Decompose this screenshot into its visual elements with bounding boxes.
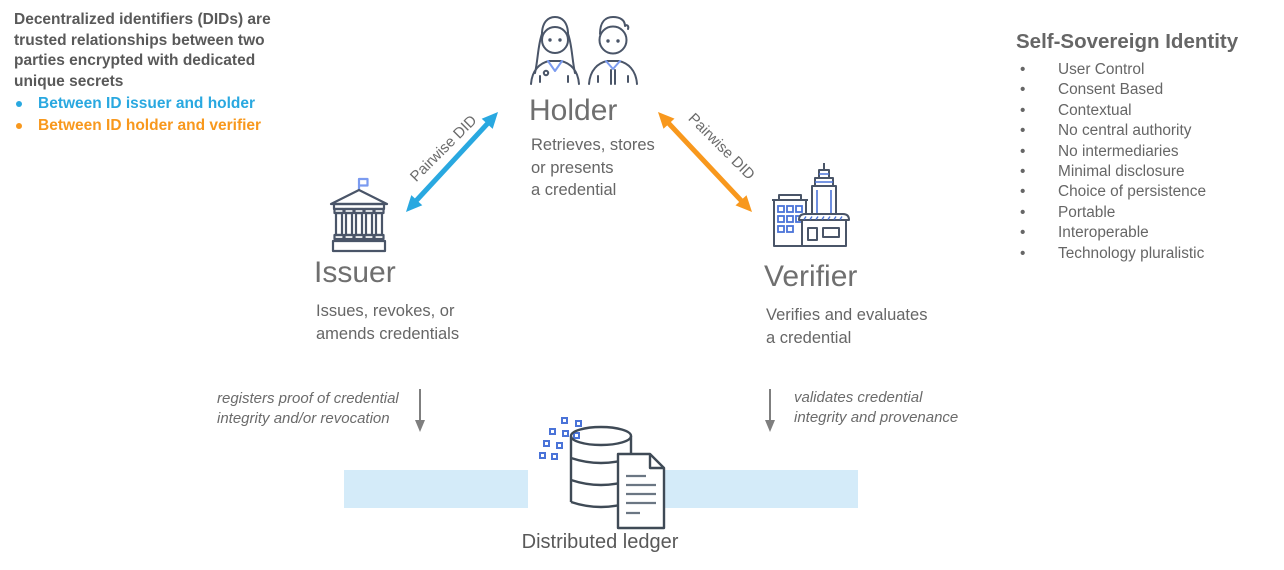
holder-title: Holder bbox=[529, 94, 618, 127]
ssi-item: Choice of persistence bbox=[1016, 182, 1282, 203]
verifier-description: Verifies and evaluates a credential bbox=[766, 306, 928, 347]
ssi-item: Consent Based bbox=[1016, 80, 1282, 101]
ssi-item: No intermediaries bbox=[1016, 142, 1282, 163]
city-buildings-icon bbox=[772, 163, 850, 247]
bank-icon bbox=[329, 177, 389, 253]
holder-description: Retrieves, stores or presents a credenti… bbox=[531, 136, 655, 199]
validates-note: validates credential integrity and prove… bbox=[794, 389, 959, 426]
bullet-dot-icon bbox=[16, 123, 22, 129]
ledger-bar-left bbox=[344, 470, 528, 508]
issuer-title: Issuer bbox=[314, 256, 396, 289]
ssi-title: Self-Sovereign Identity bbox=[1016, 30, 1239, 53]
ssi-item: Contextual bbox=[1016, 101, 1282, 122]
ssi-item: Interoperable bbox=[1016, 223, 1282, 244]
intro-bullet-holder-verifier: Between ID holder and verifier bbox=[14, 115, 310, 136]
pairwise-arrow-issuer-holder bbox=[406, 112, 498, 212]
distributed-ledger-label: Distributed ledger bbox=[521, 531, 679, 553]
down-arrow-icon bbox=[765, 389, 775, 432]
ssi-block: Self-Sovereign Identity User Control Con… bbox=[1016, 30, 1282, 264]
ssi-list: User Control Consent Based Contextual No… bbox=[1016, 60, 1282, 264]
database-document-icon bbox=[539, 417, 666, 530]
down-arrow-icon bbox=[415, 389, 425, 432]
verifier-title: Verifier bbox=[764, 260, 858, 293]
intro-bullet-issuer-holder: Between ID issuer and holder bbox=[14, 93, 310, 114]
ledger-bar-right bbox=[658, 470, 858, 508]
ssi-item: User Control bbox=[1016, 60, 1282, 81]
intro-paragraph: Decentralized identifiers (DIDs) are tru… bbox=[14, 11, 271, 90]
ssi-item: Minimal disclosure bbox=[1016, 162, 1282, 183]
intro-bullet-label: Between ID holder and verifier bbox=[38, 117, 262, 134]
ssi-item: Technology pluralistic bbox=[1016, 244, 1282, 265]
intro-block: Decentralized identifiers (DIDs) are tru… bbox=[14, 10, 310, 136]
ssi-item: Portable bbox=[1016, 203, 1282, 224]
registers-note: registers proof of credential integrity … bbox=[217, 390, 399, 427]
intro-bullet-label: Between ID issuer and holder bbox=[38, 95, 256, 112]
pairwise-arrow-holder-verifier bbox=[658, 112, 752, 212]
issuer-description: Issues, revokes, or amends credentials bbox=[316, 302, 460, 343]
ssi-item: No central authority bbox=[1016, 121, 1282, 142]
bullet-dot-icon bbox=[16, 101, 22, 107]
people-icon bbox=[530, 16, 638, 85]
